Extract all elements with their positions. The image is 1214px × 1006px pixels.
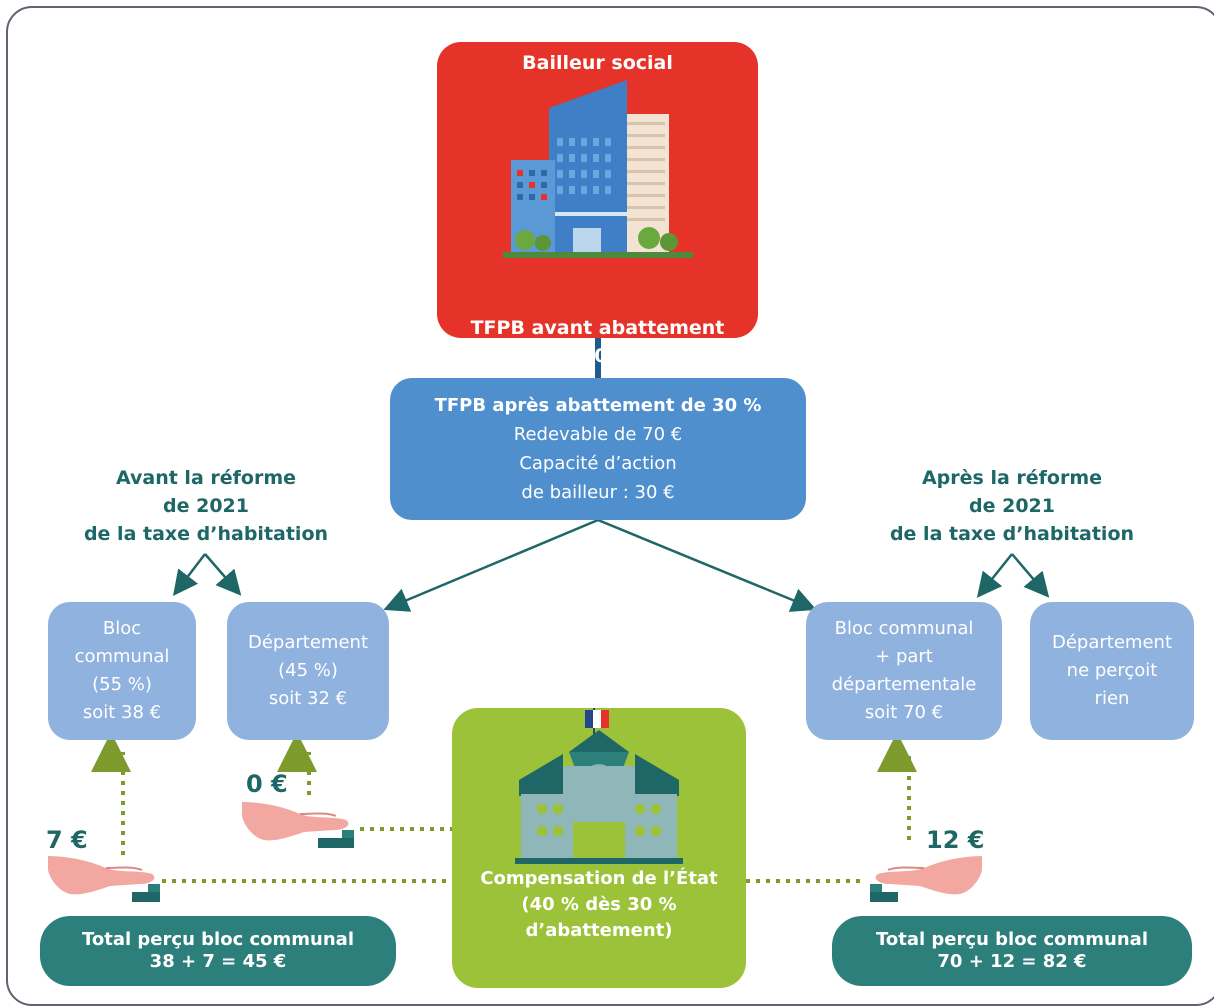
bloc-communal-before-box: Bloc communal (55 %) soit 38 € [48, 602, 196, 740]
landlord-title: Bailleur social [522, 52, 673, 74]
total-after-line1: Total perçu bloc communal [875, 929, 1148, 950]
comp-dept-before-amount: 0 € [246, 770, 288, 798]
landlord-tax-amount: 100 € [567, 345, 628, 367]
dept-after-line1: Département [1052, 632, 1172, 653]
after-allowance-title: TFPB après abattement de 30 % [434, 395, 762, 416]
bloc-communal-after-box: Bloc communal + part départementale soit… [806, 602, 1002, 740]
bloc-after-line2: + part [875, 646, 933, 667]
dept-before-line3: soit 32 € [268, 688, 348, 709]
departement-after-box: Département ne perçoit rien [1030, 602, 1194, 740]
dept-before-line1: Département [248, 632, 368, 653]
dept-after-line3: rien [1094, 688, 1130, 709]
after-reform-heading-line3: de la taxe d’habitation [889, 523, 1135, 545]
after-reform-heading: Après la réforme de 2021 de la taxe d’ha… [862, 464, 1162, 548]
hand-icon-right [870, 856, 982, 902]
before-reform-heading-line1: Avant la réforme [115, 467, 297, 489]
dept-before-line2: (45 %) [278, 660, 338, 681]
town-hall-icon [515, 708, 683, 864]
bloc-after-line4: soit 70 € [864, 702, 944, 723]
buildings-icon [502, 80, 693, 258]
total-after-line2: 70 + 12 = 82 € [937, 951, 1087, 972]
state-line3: d’abattement) [525, 920, 673, 941]
after-allowance-line1: Redevable de 70 € [513, 424, 683, 445]
total-before-line2: 38 + 7 = 45 € [149, 951, 287, 972]
bloc-before-line1: Bloc [102, 618, 142, 639]
hand-icon-left [48, 856, 160, 902]
after-allowance-box: TFPB après abattement de 30 % Redevable … [390, 378, 806, 520]
fork-left-b [204, 553, 242, 596]
arrow-to-bloc-after [597, 518, 817, 612]
after-allowance-line3: de bailleur : 30 € [521, 482, 675, 503]
dept-after-line2: ne perçoit [1066, 660, 1158, 681]
arrow-to-departement [383, 518, 599, 612]
before-reform-heading-line3: de la taxe d’habitation [83, 523, 329, 545]
landlord-tax-label: TFPB avant abattement [470, 317, 725, 339]
bloc-before-line3: (55 %) [92, 674, 152, 695]
state-line1: Compensation de l’État [480, 868, 718, 889]
total-before-line1: Total perçu bloc communal [81, 929, 354, 950]
bloc-after-line3: départementale [831, 674, 977, 695]
comp-bloc-after-amount: 12 € [926, 826, 985, 854]
bloc-before-line2: communal [74, 646, 170, 667]
bloc-before-line4: soit 38 € [82, 702, 162, 723]
before-reform-heading-line2: de 2021 [163, 495, 249, 517]
departement-before-box: Département (45 %) soit 32 € [227, 602, 389, 740]
total-after-box: Total perçu bloc communal 70 + 12 = 82 € [832, 916, 1192, 986]
total-before-box: Total perçu bloc communal 38 + 7 = 45 € [40, 916, 396, 986]
state-line2: (40 % dès 30 % [521, 894, 677, 915]
after-allowance-line2: Capacité d’action [519, 453, 677, 474]
before-reform-heading: Avant la réforme de 2021 de la taxe d’ha… [56, 464, 356, 548]
hand-icon-middle [242, 802, 354, 848]
fork-right-b [1011, 553, 1050, 598]
fork-left-a [172, 553, 206, 596]
state-compensation-box: Compensation de l’État (40 % dès 30 % d’… [452, 708, 746, 988]
bloc-after-line1: Bloc communal [834, 618, 974, 639]
landlord-box: Bailleur social TFPB avant abattement 10… [437, 42, 758, 367]
after-reform-heading-line2: de 2021 [969, 495, 1055, 517]
comp-bloc-before-amount: 7 € [46, 826, 88, 854]
after-reform-heading-line1: Après la réforme [921, 467, 1103, 489]
fork-right-a [976, 553, 1013, 598]
